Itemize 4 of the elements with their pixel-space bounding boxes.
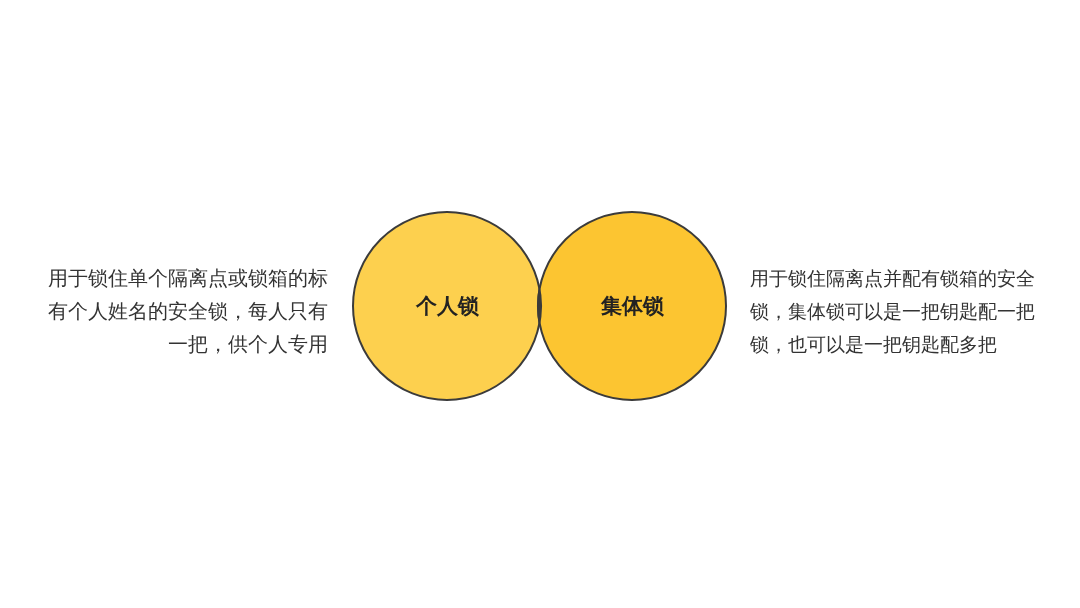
description-text: 用于锁住单个隔离点或锁箱的标有个人姓名的安全锁，每人只有一把，供个人专用 (47, 265, 328, 358)
node-label: 集体锁 (600, 293, 664, 320)
node-label: 个人锁 (415, 293, 479, 320)
description-text: 用于锁住隔离点并配有锁箱的安全锁，集体锁可以是一把钥匙配一把锁，也可以是一把钥匙配多把 (750, 266, 1036, 357)
